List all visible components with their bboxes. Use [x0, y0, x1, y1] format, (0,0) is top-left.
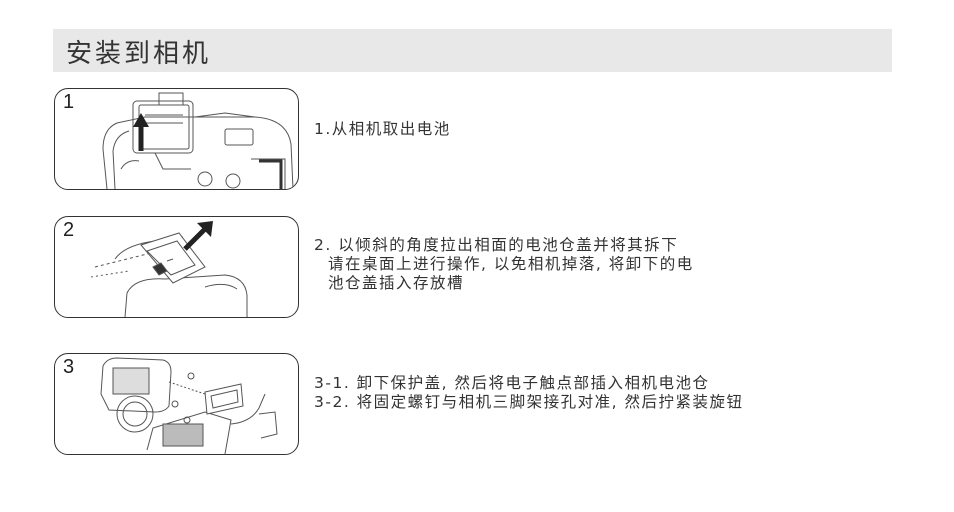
step-1-description: 1.从相机取出电池 [314, 120, 451, 139]
step-number: 3 [63, 356, 75, 378]
step-3-description: 3-1. 卸下保护盖, 然后将电子触点部插入相机电池仓 3-2. 将固定螺钉与相… [314, 374, 744, 412]
step-text-line: 3-1. 卸下保护盖, 然后将电子触点部插入相机电池仓 [314, 374, 710, 392]
step-2-illustration: 2 [54, 216, 299, 318]
section-header: 安装到相机 [53, 29, 892, 72]
step-text-line: 2. 以倾斜的角度拉出相面的电池仓盖并将其拆下 [314, 236, 679, 254]
remove-cover-illustration [90, 221, 248, 317]
step-2-description: 2. 以倾斜的角度拉出相面的电池仓盖并将其拆下 请在桌面上进行操作, 以免相机掉… [314, 236, 694, 293]
page-title: 安装到相机 [66, 39, 212, 69]
step-text-line: 池仓盖插入存放槽 [328, 274, 465, 292]
step-3-illustration: 3 [54, 353, 299, 455]
attach-grip-illustration [100, 357, 278, 454]
step-text-line: 1.从相机取出电池 [314, 120, 451, 138]
step-number: 1 [63, 91, 75, 113]
step-1-illustration: 1 [54, 88, 299, 190]
step-text-line: 3-2. 将固定螺钉与相机三脚架接孔对准, 然后拧紧装旋钮 [314, 393, 744, 411]
step-text-line: 请在桌面上进行操作, 以免相机掉落, 将卸下的电 [328, 255, 694, 273]
step-number: 2 [63, 219, 75, 241]
remove-battery-illustration [102, 92, 294, 189]
